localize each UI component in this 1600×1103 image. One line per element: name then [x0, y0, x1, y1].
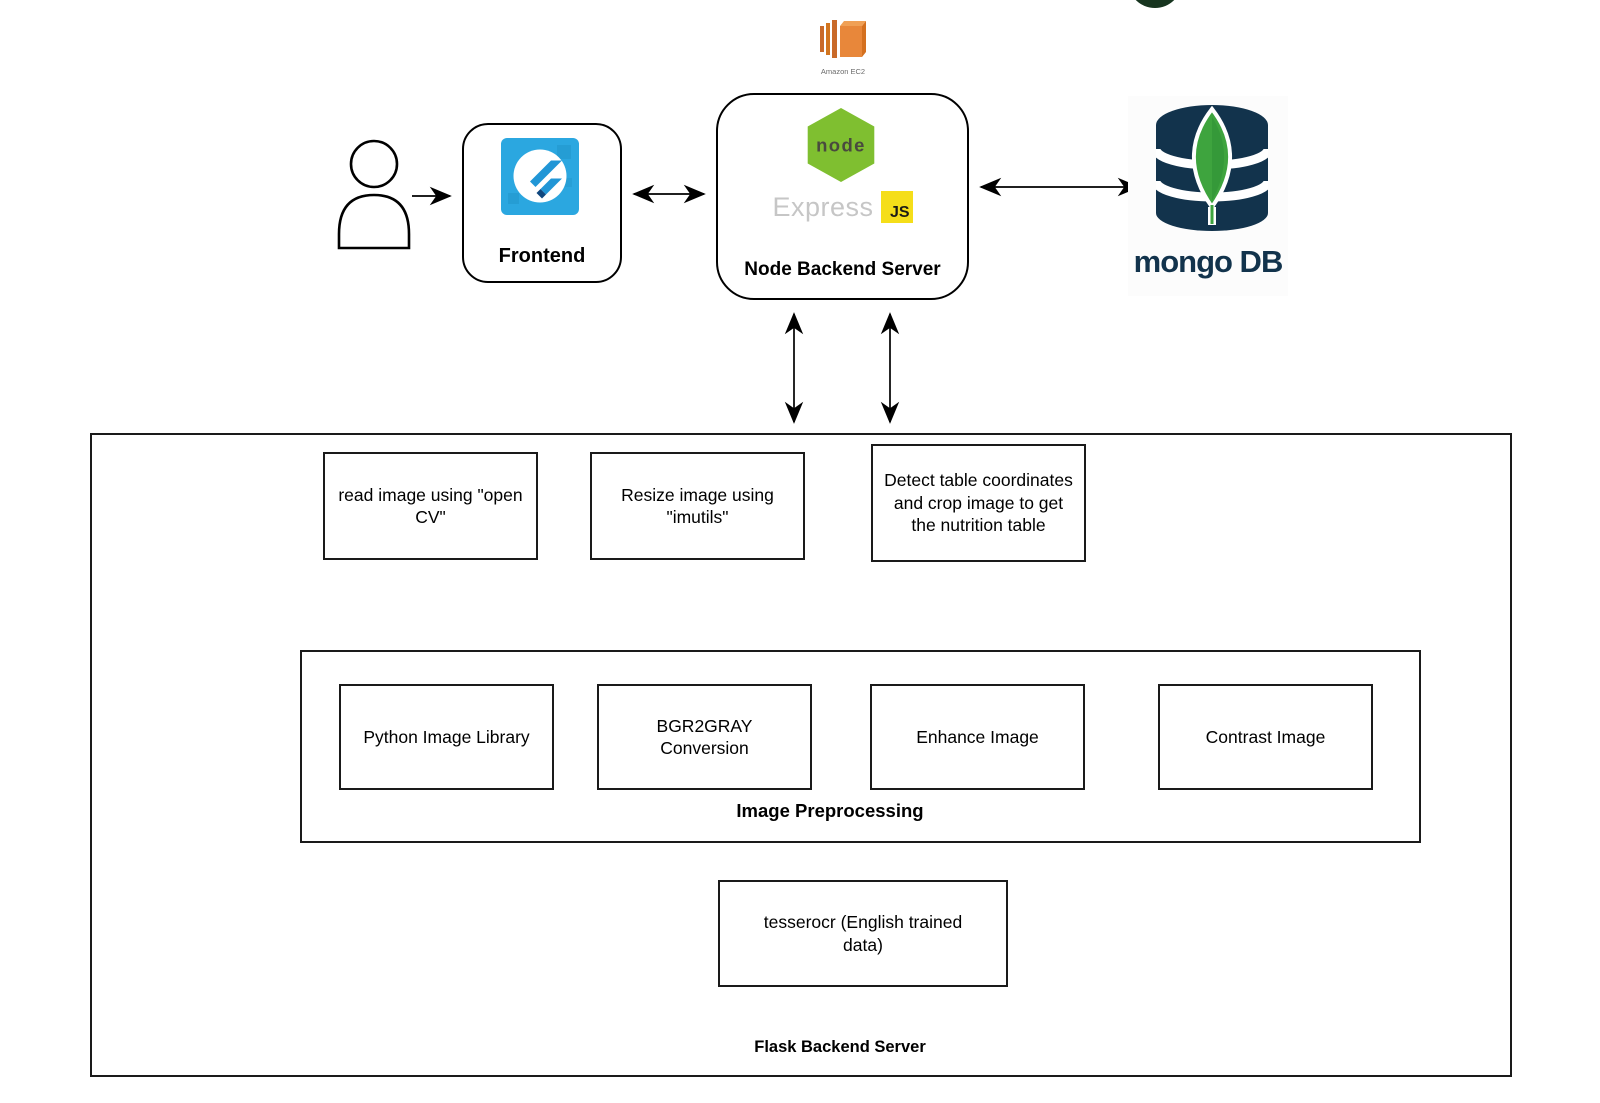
amazon-ec2-block: Amazon EC2 — [788, 4, 898, 80]
decorative-circle — [1128, 0, 1182, 8]
step-enhance-image: Enhance Image — [870, 684, 1085, 790]
step-tesserocr: tesserocr (English trained data) — [718, 880, 1008, 987]
js-badge-text: JS — [889, 204, 910, 221]
step-read-image-label: read image using "open CV" — [338, 484, 523, 527]
image-preprocessing-container — [300, 650, 1421, 843]
step-detect-table: Detect table coordinates and crop image … — [871, 444, 1086, 562]
amazon-ec2-caption: Amazon EC2 — [820, 67, 866, 76]
frontend-node: Frontend — [462, 123, 622, 283]
step-bgr2gray-conversion: BGR2GRAY Conversion — [597, 684, 812, 790]
node-backend-server-node: node Express JS Node Backend Server — [716, 93, 969, 300]
step-read-image: read image using "open CV" — [323, 452, 538, 560]
step-detect-table-label: Detect table coordinates and crop image … — [884, 470, 1073, 536]
step-contrast-image: Contrast Image — [1158, 684, 1373, 790]
image-preprocessing-label: Image Preprocessing — [736, 800, 924, 821]
mongodb-icon — [1156, 105, 1268, 231]
express-logo: Express JS — [718, 191, 967, 223]
nodejs-logo-text: node — [816, 134, 866, 155]
frontend-label: Frontend — [498, 245, 586, 267]
step-bgr2gray-conversion-label: BGR2GRAY Conversion — [656, 715, 753, 758]
amazon-ec2-icon — [820, 20, 866, 58]
mongodb-block: mongo DB — [1128, 96, 1288, 296]
step-tesserocr-label: tesserocr (English trained data) — [763, 912, 963, 955]
express-logo-text: Express — [772, 192, 874, 222]
step-enhance-image-label: Enhance Image — [916, 726, 1039, 747]
nodejs-icon: node — [807, 108, 875, 182]
flask-backend-server-label: Flask Backend Server — [754, 1038, 926, 1056]
step-python-image-library: Python Image Library — [339, 684, 554, 790]
flutter-icon — [501, 138, 579, 215]
js-icon: JS — [880, 191, 913, 223]
node-backend-server-label: Node Backend Server — [744, 259, 941, 280]
step-python-image-library-label: Python Image Library — [363, 726, 530, 747]
step-contrast-image-label: Contrast Image — [1205, 726, 1326, 747]
mongodb-wordmark: mongo DB — [1133, 244, 1284, 279]
step-resize-image: Resize image using "imutils" — [590, 452, 805, 560]
user-icon — [337, 139, 411, 250]
step-resize-image-label: Resize image using "imutils" — [621, 484, 774, 527]
